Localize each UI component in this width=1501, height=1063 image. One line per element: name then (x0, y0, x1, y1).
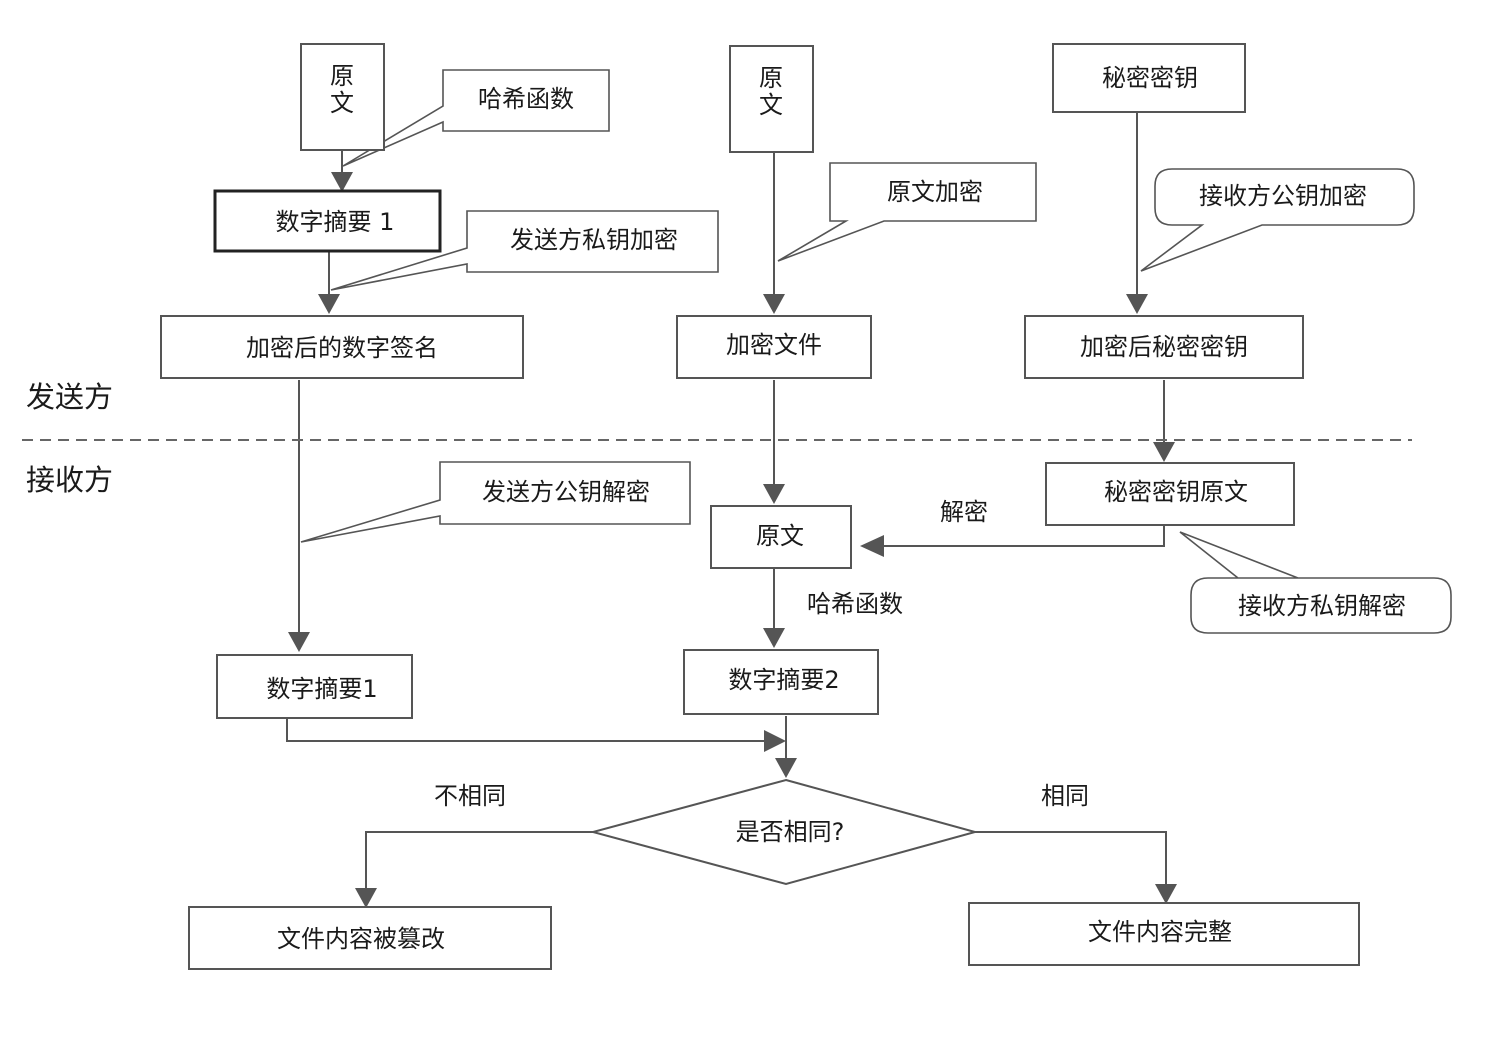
node-plaintext-a: 原 文 (300, 43, 385, 151)
node-encrypted-signature-label: 加密后的数字签名 (246, 334, 438, 362)
arrow-to-encrypted-signature (318, 294, 340, 314)
callout-plaintext-encrypt-label: 原文加密 (887, 178, 983, 206)
arrow-digest-1-merge (764, 730, 786, 752)
arrow-to-secret-key-plain (1153, 442, 1175, 462)
callout-receiver-private-key-decrypt-label: 接收方私钥解密 (1238, 592, 1406, 620)
callout-signer-private-key-encrypt: 发送方私钥加密 (330, 210, 719, 291)
node-tampered: 文件内容被篡改 (188, 906, 552, 970)
sender-label: 发送方 (26, 380, 113, 414)
decrypt-label: 解密 (940, 498, 988, 526)
node-plaintext-c-label: 原文 (756, 522, 804, 550)
node-digest-1-bottom: 数字摘要1 (216, 654, 413, 719)
node-compare-decision: 是否相同? (589, 778, 979, 886)
same-label: 相同 (1041, 782, 1089, 810)
node-digest-2: 数字摘要2 (683, 649, 879, 715)
arrow-to-digest-2 (763, 628, 785, 648)
callout-hash-fn-a: 哈希函数 (342, 69, 610, 167)
node-plaintext-c: 原文 (710, 505, 852, 569)
arrow-to-compare (775, 758, 797, 778)
node-compare-label: 是否相同? (736, 818, 845, 846)
node-secret-key-plain: 秘密密钥原文 (1045, 462, 1295, 526)
callout-receiver-public-key-encrypt: 接收方公钥加密 (1140, 168, 1415, 272)
node-encrypted-file: 加密文件 (676, 315, 872, 379)
arrow-decrypt-left (860, 535, 884, 557)
node-encrypted-signature: 加密后的数字签名 (160, 315, 524, 379)
node-plaintext-b: 原 文 (729, 45, 814, 153)
arrow-to-intact (1155, 884, 1177, 904)
node-encrypted-secret-key: 加密后秘密密钥 (1024, 315, 1304, 379)
callout-signer-private-key-encrypt-label: 发送方私钥加密 (510, 226, 678, 254)
node-tampered-label: 文件内容被篡改 (277, 925, 445, 953)
node-digest-1-top: 数字摘要 1 (213, 189, 442, 253)
node-encrypted-secret-key-label: 加密后秘密密钥 (1080, 333, 1248, 361)
not-same-label: 不相同 (434, 782, 506, 810)
arrow-to-tampered (355, 888, 377, 908)
node-digest-1-bottom-label: 数字摘要1 (266, 675, 377, 703)
callout-sender-public-key-decrypt-label: 发送方公钥解密 (482, 478, 650, 506)
node-encrypted-file-label: 加密文件 (726, 331, 822, 359)
node-secret-key-label: 秘密密钥 (1102, 64, 1198, 92)
callout-plaintext-encrypt: 原文加密 (777, 162, 1037, 262)
node-secret-key-plain-label: 秘密密钥原文 (1104, 478, 1248, 506)
callout-receiver-private-key-decrypt: 接收方私钥解密 (1179, 531, 1452, 634)
node-intact-label: 文件内容完整 (1088, 918, 1232, 946)
node-plaintext-b-char-1: 原 (759, 64, 783, 92)
arrow-to-encrypted-file (763, 294, 785, 314)
node-intact: 文件内容完整 (968, 902, 1360, 966)
hash-fn-b-label: 哈希函数 (807, 590, 903, 618)
callout-sender-public-key-decrypt: 发送方公钥解密 (300, 461, 691, 543)
node-plaintext-a-char-1: 原 (330, 62, 354, 90)
connectors (286, 112, 1167, 892)
arrow-to-plaintext-c (763, 484, 785, 504)
node-plaintext-a-char-2: 文 (330, 89, 354, 117)
arrow-to-digest-1-top (331, 172, 353, 192)
node-plaintext-b-char-2: 文 (759, 91, 783, 119)
arrowheads (288, 172, 1177, 908)
callout-hash-fn-a-label: 哈希函数 (478, 85, 574, 113)
node-digest-2-label: 数字摘要2 (728, 666, 839, 694)
arrow-to-digest-1-bottom (288, 632, 310, 652)
node-secret-key: 秘密密钥 (1052, 43, 1246, 113)
arrow-to-encrypted-secret-key (1126, 294, 1148, 314)
receiver-label: 接收方 (26, 463, 113, 497)
callout-receiver-public-key-encrypt-label: 接收方公钥加密 (1199, 182, 1367, 210)
node-digest-1-top-label: 数字摘要 1 (276, 208, 395, 236)
